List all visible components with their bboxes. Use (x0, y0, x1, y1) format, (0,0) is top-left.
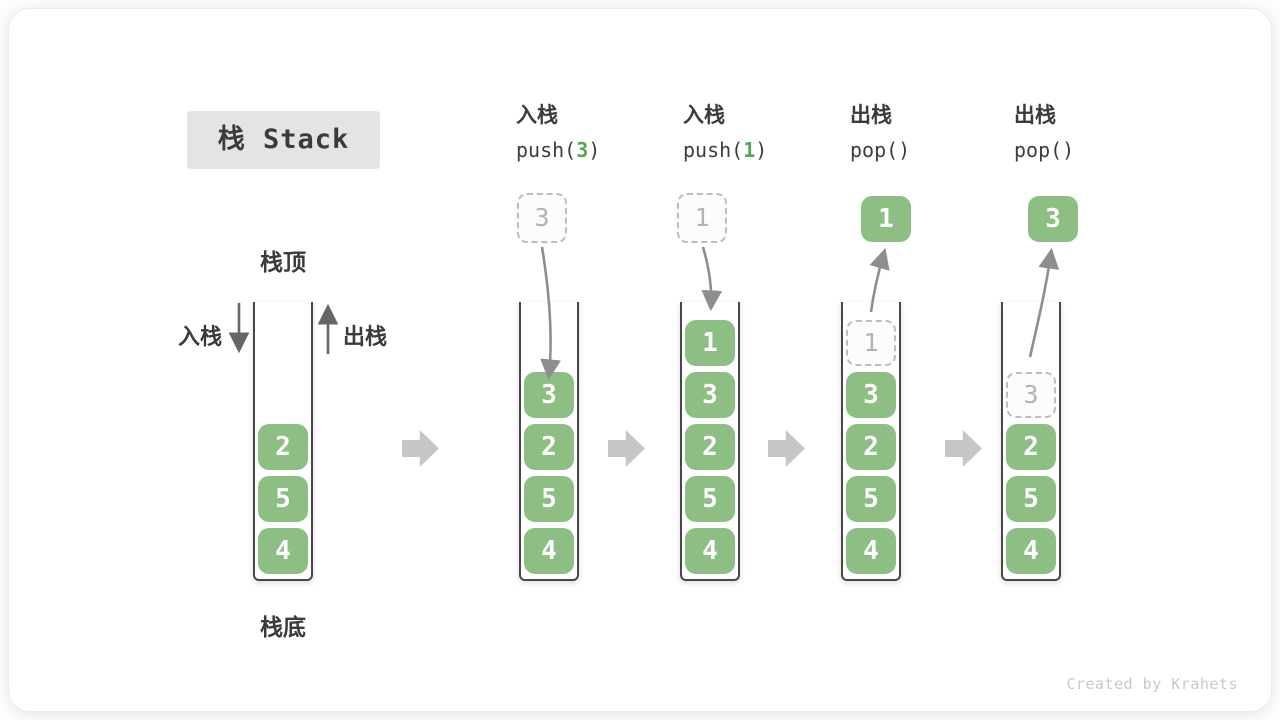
op-action-label: 入栈 (516, 103, 558, 127)
stack-cell: 5 (524, 476, 574, 522)
stack-cell: 2 (258, 424, 308, 470)
op-header-pop1: 出栈 pop() (850, 101, 1010, 164)
stack-cell: 3 (524, 372, 574, 418)
stack-cell: 1 (685, 320, 735, 366)
ghost-cell: 3 (1006, 372, 1056, 418)
stack-cell: 5 (258, 476, 308, 522)
op-action-label: 出栈 (1014, 103, 1056, 127)
op-action-label: 入栈 (683, 103, 725, 127)
stack-cell: 5 (846, 476, 896, 522)
popped-value-box: 1 (861, 196, 911, 242)
watermark: Created by Krahets (1066, 675, 1238, 693)
op-header-pop2: 出栈 pop() (1014, 101, 1174, 164)
stack-cell: 2 (846, 424, 896, 470)
stack-bottom-label: 栈底 (260, 615, 306, 641)
stack-cell: 4 (524, 528, 574, 574)
stack-cell: 5 (685, 476, 735, 522)
op-code-label: push(1) (683, 138, 768, 162)
stack-cell: 4 (1006, 528, 1056, 574)
pushed-value-box: 1 (677, 193, 727, 243)
stack-cell: 4 (846, 528, 896, 574)
stack-cell: 4 (258, 528, 308, 574)
stack-cell: 4 (685, 528, 735, 574)
stack-cell: 2 (685, 424, 735, 470)
pop-direction-label: 出栈 (343, 325, 388, 350)
stack-cell: 2 (1006, 424, 1056, 470)
op-code-label: pop() (850, 138, 911, 162)
op-code-label: pop() (1014, 138, 1075, 162)
op-code-label: push(3) (516, 138, 601, 162)
stack-cell: 2 (524, 424, 574, 470)
op-header-push3: 入栈 push(3) (516, 101, 676, 164)
stack-cell: 5 (1006, 476, 1056, 522)
stack-cell: 3 (685, 372, 735, 418)
op-header-push1: 入栈 push(1) (683, 101, 843, 164)
ghost-cell: 1 (846, 320, 896, 366)
title-badge: 栈 Stack (187, 111, 380, 169)
stack-cell: 3 (846, 372, 896, 418)
stack-top-label: 栈顶 (260, 250, 306, 276)
op-action-label: 出栈 (850, 103, 892, 127)
popped-value-box: 3 (1028, 196, 1078, 242)
push-direction-label: 入栈 (177, 325, 222, 350)
pushed-value-box: 3 (517, 193, 567, 243)
